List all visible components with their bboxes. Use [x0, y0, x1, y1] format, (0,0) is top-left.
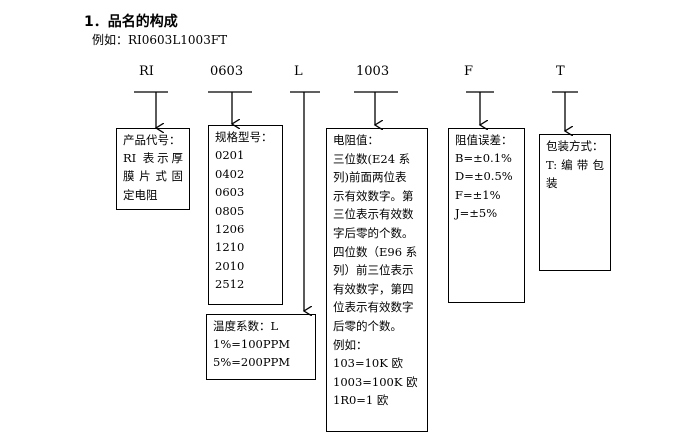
resistance-line: 1R0=1 欧 [333, 393, 389, 408]
size-item: 0201 [215, 148, 245, 163]
size-item: 1210 [215, 240, 245, 255]
tolerance-line: J=±5% [455, 205, 498, 220]
tolerance-line: B=±0.1% [455, 151, 512, 166]
resistance-line: 字后零的个数。 [333, 225, 414, 240]
resistance-line: 例如： [333, 337, 368, 352]
temp-coeff-title: 温度系数：L [213, 319, 279, 333]
packaging-line: 装 [546, 176, 558, 191]
temp-coeff-line: 5%=200PPM [213, 355, 291, 370]
product-code-line: RI 表示厚 [123, 151, 183, 166]
product-code-line: 定电阻 [123, 187, 158, 202]
packaging-line: T: 编 带 包 [546, 157, 604, 172]
resistance-line: 三位数(E24 系 [333, 151, 411, 166]
product-code-box: 产品代号： RI 表示厚 膜片式固 定电阻 [116, 128, 190, 210]
resistance-title: 电阻值： [333, 133, 379, 147]
resistance-line: 示有效数字。第 [333, 188, 414, 203]
code-ri: RI [139, 64, 154, 79]
size-item: 0603 [215, 185, 245, 200]
resistance-line: 1003=100K 欧 [333, 374, 418, 389]
size-item: 1206 [215, 222, 245, 237]
code-resistance: 1003 [356, 64, 390, 79]
size-item: 2512 [215, 277, 245, 292]
temp-coeff-line: 1%=100PPM [213, 337, 291, 352]
resistance-line: 列)前面两位表 [333, 170, 407, 185]
resistance-line: 列）前三位表示 [333, 263, 414, 278]
temp-coeff-box: 温度系数：L 1%=100PPM 5%=200PPM [206, 314, 316, 380]
resistance-line: 四位数（E96 系 [333, 244, 418, 259]
tolerance-line: F=±1% [455, 187, 501, 202]
size-model-box: 规格型号： 0201 0402 0603 0805 1206 1210 2010… [208, 125, 283, 305]
resistance-box: 电阻值： 三位数(E24 系 列)前面两位表 示有效数字。第 三位表示有效数 字… [326, 128, 428, 432]
size-item: 0805 [215, 203, 245, 218]
code-size: 0603 [210, 64, 244, 79]
code-temp: L [294, 64, 303, 79]
size-item: 0402 [215, 166, 245, 181]
size-item: 2010 [215, 258, 245, 273]
section-heading: 1．品名的构成 [84, 14, 178, 30]
code-packaging: T [556, 64, 565, 79]
tolerance-line: D=±0.5% [455, 169, 513, 184]
code-tolerance: F [464, 64, 474, 79]
tolerance-box: 阻值误差： B=±0.1% D=±0.5% F=±1% J=±5% [448, 128, 525, 303]
resistance-line: 有效数字，第四 [333, 281, 414, 296]
example-text: 例如：RI0603L1003FT [92, 33, 228, 47]
resistance-line: 三位表示有效数 [333, 207, 414, 222]
size-model-title: 规格型号： [215, 130, 273, 144]
packaging-box: 包装方式： T: 编 带 包 装 [539, 134, 611, 271]
packaging-title: 包装方式： [546, 139, 604, 153]
tolerance-title: 阻值误差： [455, 133, 513, 147]
resistance-line: 后零的个数。 [333, 318, 402, 333]
resistance-line: 103=10K 欧 [333, 356, 403, 371]
product-code-title: 产品代号： [123, 133, 181, 147]
resistance-line: 位表示有效数字 [333, 300, 414, 315]
product-code-line: 膜片式固 [123, 169, 183, 184]
